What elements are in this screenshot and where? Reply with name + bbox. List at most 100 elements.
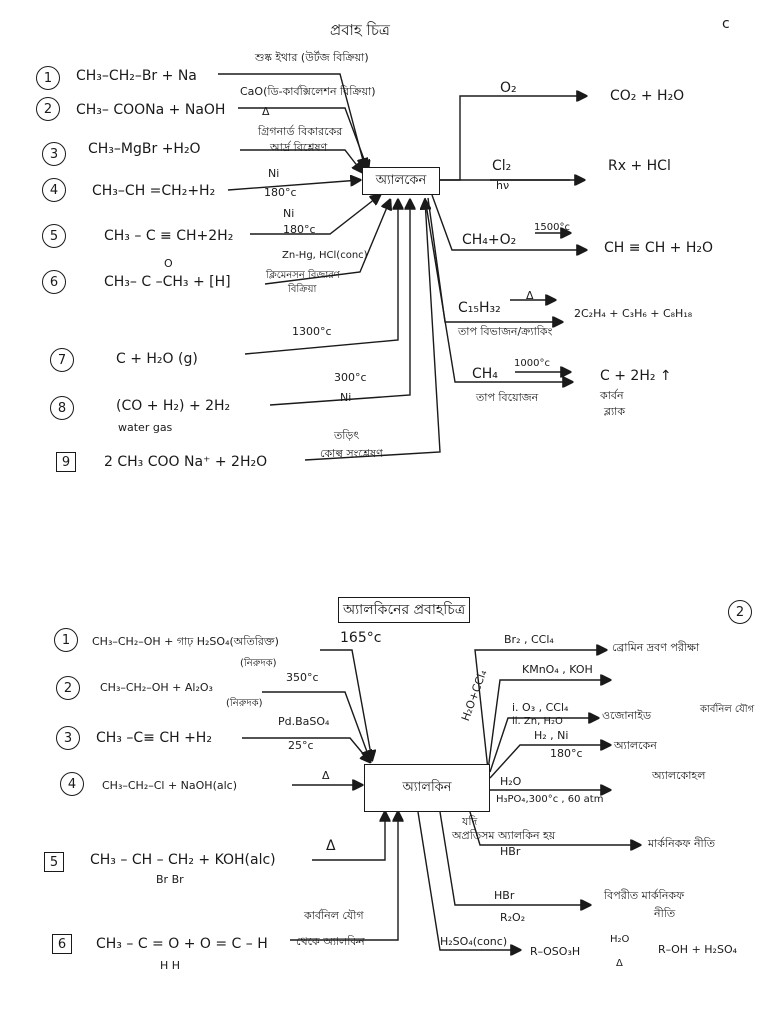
p1-input-2-condition2: Δ — [262, 105, 270, 118]
page1-number: c — [722, 16, 730, 32]
p2-output-7-reagent: HBr — [494, 889, 515, 902]
p2-input-5-formula: CH₃ – CH – CH₂ + KOH(alc) — [90, 852, 276, 868]
p2-output-8-condition2: Δ — [616, 958, 623, 969]
p1-output-4-reagent2: তাপ বিভাজন/ক্র্যাকিং — [458, 325, 553, 338]
p2-input-1-condition2: (নিরুদক) — [240, 658, 277, 669]
p1-input-9-condition2: কোল্ব সংশ্লেষণ — [320, 447, 383, 460]
p2-input-1-condition: 165°c — [340, 630, 382, 646]
p1-output-2-reagent2: hν — [496, 179, 510, 192]
p2-output-5-reagent: H₂O — [500, 775, 522, 788]
p2-output-8-product2: R–OH + H₂SO₄ — [658, 943, 738, 956]
p1-output-4-product: 2C₂H₄ + C₃H₆ + C₈H₁₈ — [574, 307, 693, 320]
p2-input-1-number: 1 — [54, 628, 78, 652]
p2-input-5-number: 5 — [44, 852, 64, 872]
p1-output-5-reagent2: তাপ বিয়োজন — [476, 391, 539, 404]
p1-input-5-formula: CH₃ – C ≡ CH+2H₂ — [104, 228, 234, 244]
p2-input-3-formula: CH₃ –C≡ CH +H₂ — [96, 730, 212, 746]
p2-output-3-reagent2: ii. Zn, H₂O — [512, 716, 563, 727]
p2-input-6-subnote: H H — [160, 959, 181, 972]
p2-output-6-reagent: যদি — [462, 815, 478, 828]
p1-input-3-condition: গ্রিগনার্ড বিকারকের — [258, 125, 343, 138]
p1-input-1-number: 1 — [36, 66, 60, 90]
p2-output-3-reagent: i. O₃ , CCl₄ — [512, 701, 569, 714]
p1-input-2-formula: CH₃– COONa + NaOH — [76, 102, 226, 118]
p2-input-2-formula: CH₃–CH₂–OH + Al₂O₃ — [100, 681, 213, 694]
p2-output-1-reagent: Br₂ , CCl₄ — [504, 633, 554, 646]
p2-input-3-number: 3 — [56, 726, 80, 750]
p1-input-1-formula: CH₃–CH₂–Br + Na — [76, 68, 197, 84]
p1-input-4-condition2: 180°c — [264, 186, 297, 199]
p1-input-6-condition2: ক্লিমেনসন বিজারণ — [266, 270, 340, 281]
p1-input-8-condition: 300°c — [334, 371, 367, 384]
p1-input-6-formula: CH₃– C –CH₃ + [H] — [104, 274, 231, 290]
page2-center-box: অ্যালকিন — [364, 764, 490, 812]
p1-input-8-subnote: water gas — [118, 421, 173, 434]
p1-input-9-number: 9 — [56, 452, 76, 472]
p2-output-6-reagent2: অপ্রতিসম অ্যালকিন হয় — [452, 829, 556, 842]
p2-input-1-formula: CH₃–CH₂–OH + গাঢ় H₂SO₄(অতিরিক্ত) — [92, 635, 279, 648]
p2-output-2-reagent: KMnO₄ , KOH — [522, 663, 593, 676]
page1-center-label: অ্যালকেন — [375, 172, 427, 188]
p1-input-8-condition2: Ni — [340, 391, 352, 404]
p2-input-6-number: 6 — [52, 934, 72, 954]
p2-input-3-condition2: 25°c — [288, 739, 314, 752]
page2-title: অ্যালকিনের প্রবাহচিত্র — [338, 597, 471, 623]
p1-output-1-product: CO₂ + H₂O — [610, 88, 685, 104]
page1-title: প্রবাহ চিত্র — [330, 21, 390, 39]
page2-center-label: অ্যালকিন — [402, 779, 452, 795]
p1-input-6-condition3: বিক্রিয়া — [288, 284, 317, 295]
page2-number: 2 — [728, 600, 752, 624]
p1-output-2-reagent: Cl₂ — [492, 158, 512, 174]
p1-input-4-number: 4 — [42, 178, 66, 202]
p1-input-4-formula: CH₃–CH =CH₂+H₂ — [92, 183, 216, 199]
p2-output-5-reagent2: H₃PO₄,300°c , 60 atm — [496, 794, 604, 805]
p2-output-3-product: ওজোনাইড — [602, 709, 652, 722]
p2-output-1-product: ব্রোমিন দ্রবণ পরীক্ষা — [612, 641, 700, 654]
p1-input-8-formula: (CO + H₂) + 2H₂ — [116, 398, 231, 414]
p1-input-6-number: 6 — [42, 270, 66, 294]
p1-input-3-formula: CH₃–MgBr +H₂O — [88, 141, 201, 157]
p1-input-9-condition: তড়িৎ — [334, 429, 360, 442]
p2-output-7-product2: নীতি — [654, 907, 676, 920]
p2-input-6-condition2: থেকে অ্যালকিন — [296, 935, 365, 948]
p1-output-3-product: CH ≡ CH + H₂O — [604, 240, 714, 256]
p1-input-7-formula: C + H₂O (g) — [116, 351, 198, 367]
page2-title-text: অ্যালকিনের প্রবাহচিত্র — [343, 602, 466, 618]
p2-input-6-condition: কার্বনিল যৌগ — [304, 909, 364, 922]
p2-output-8-reagent: H₂SO₄(conc) — [440, 935, 508, 948]
p2-input-4-number: 4 — [60, 772, 84, 796]
p2-output-3-product2: কার্বনিল যৌগ — [700, 704, 755, 715]
p2-input-3-condition: Pd.BaSO₄ — [278, 715, 330, 728]
p2-input-5-subnote: Br Br — [156, 873, 184, 886]
p2-output-7-product: বিপরীত মার্কনিকফ — [604, 889, 685, 902]
p1-input-5-number: 5 — [42, 224, 66, 248]
p1-input-6-condition: Zn-Hg, HCl(conc) — [282, 250, 368, 261]
p2-output-7-reagent2: R₂O₂ — [500, 911, 526, 924]
p1-input-3-condition2: আর্দ্র বিশ্লেষণ — [270, 141, 328, 154]
p1-input-2-condition: CaO(ডি-কার্বক্সিলেশন বিক্রিয়া) — [240, 85, 376, 98]
p1-output-5-product3: ব্ল্যাক — [604, 405, 626, 418]
p1-input-7-condition: 1300°c — [292, 325, 332, 338]
p2-input-6-formula: CH₃ – C = O + O = C – H — [96, 936, 268, 952]
p1-input-5-condition2: 180°c — [283, 223, 316, 236]
p2-input-4-condition: Δ — [322, 769, 330, 782]
p1-output-3-reagent: CH₄+O₂ — [462, 232, 517, 248]
p1-input-3-number: 3 — [42, 142, 66, 166]
p1-input-8-number: 8 — [50, 396, 74, 420]
p2-input-5-condition: Δ — [326, 838, 336, 854]
p1-input-6-extra: O — [164, 257, 173, 270]
p2-input-2-condition2: (নিরুদক) — [226, 698, 263, 709]
p1-output-5-product2: কার্বন — [600, 389, 624, 402]
p1-output-2-product: Rx + HCl — [608, 158, 671, 174]
p1-input-1-condition: শুষ্ক ইথার (উর্টজ বিক্রিয়া) — [255, 51, 369, 64]
page1-center-box: অ্যালকেন — [362, 167, 440, 195]
p1-output-1-reagent: O₂ — [500, 80, 517, 96]
p1-output-5-product: C + 2H₂ ↑ — [600, 368, 672, 384]
p1-input-4-condition: Ni — [268, 167, 280, 180]
p1-output-5-condition: 1000°c — [514, 358, 550, 369]
p2-input-2-condition: 350°c — [286, 671, 319, 684]
p2-output-8-condition: H₂O — [610, 934, 630, 945]
p2-input-4-formula: CH₃–CH₂–Cl + NaOH(alc) — [102, 779, 237, 792]
